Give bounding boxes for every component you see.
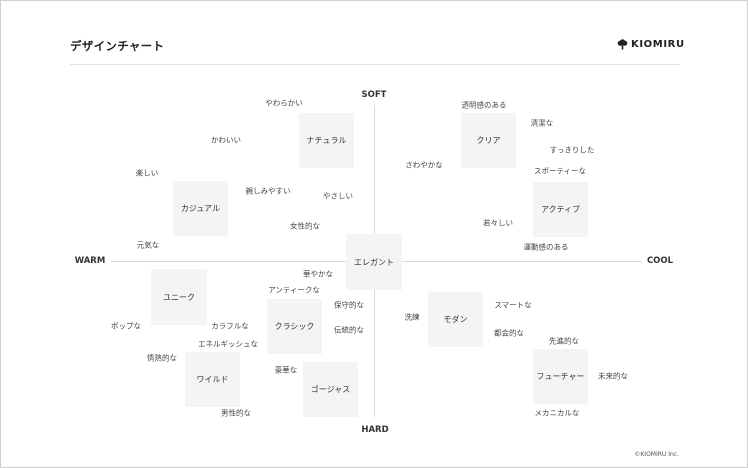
copyright-text: ©KIOMIRU Inc. <box>634 451 679 458</box>
style-box-elegant: エレガント <box>346 234 402 290</box>
style-box-classic: クラシック <box>267 299 322 354</box>
keyword-label: 未来的な <box>598 371 628 381</box>
keyword-label: 親しみやすい <box>245 186 291 196</box>
keyword-label: アンティークな <box>268 285 320 295</box>
style-box-casual: カジュアル <box>173 181 228 236</box>
style-box-wild: ワイルド <box>185 352 240 407</box>
keyword-label: 洗練 <box>404 312 420 322</box>
style-box-clear: クリア <box>461 113 516 168</box>
style-box-active: アクティブ <box>533 182 588 237</box>
keyword-label: 伝統的な <box>334 325 364 335</box>
keyword-label: かわいい <box>211 135 241 145</box>
keyword-label: やさしい <box>323 191 353 201</box>
axis-label-cool: COOL <box>646 256 674 266</box>
page-title: デザインチャート <box>70 39 165 53</box>
axis-label-hard: HARD <box>361 425 389 435</box>
keyword-label: 透明感のある <box>461 100 507 110</box>
keyword-label: 都会的な <box>494 328 524 338</box>
keyword-label: ポップな <box>111 321 141 331</box>
header-divider <box>70 64 680 65</box>
keyword-label: 女性的な <box>290 221 320 231</box>
axis-label-soft: SOFT <box>361 90 387 100</box>
brand-logo: KIOMIRU <box>617 39 685 50</box>
keyword-label: 若々しい <box>483 218 513 228</box>
keyword-label: 保守的な <box>334 300 364 310</box>
style-box-unique: ユニーク <box>151 269 207 325</box>
keyword-label: 先進的な <box>549 336 579 346</box>
keyword-label: 元気な <box>136 240 160 250</box>
style-box-modern: モダン <box>428 292 483 347</box>
keyword-label: すっきりした <box>549 145 595 155</box>
keyword-label: エネルギッシュな <box>198 339 258 349</box>
style-box-future: フューチャー <box>533 349 588 404</box>
axis-label-warm: WARM <box>74 256 106 266</box>
keyword-label: メカニカルな <box>534 408 580 418</box>
keyword-label: スポーティーな <box>533 166 587 176</box>
keyword-label: 男性的な <box>221 408 251 418</box>
keyword-label: やわらかい <box>265 98 303 108</box>
keyword-label: さわやかな <box>405 160 443 170</box>
keyword-label: 清潔な <box>530 118 554 128</box>
keyword-label: 運動感のある <box>523 242 569 252</box>
tree-icon <box>617 39 628 50</box>
keyword-label: 楽しい <box>135 168 159 178</box>
keyword-label: 情熱的な <box>147 353 177 363</box>
keyword-label: カラフルな <box>211 321 249 331</box>
brand-name: KIOMIRU <box>631 39 685 50</box>
keyword-label: 豪華な <box>274 365 298 375</box>
keyword-label: スマートな <box>494 300 532 310</box>
keyword-label: 華やかな <box>303 269 333 279</box>
style-box-natural: ナチュラル <box>299 113 354 168</box>
style-box-gorgeous: ゴージャス <box>303 362 358 417</box>
